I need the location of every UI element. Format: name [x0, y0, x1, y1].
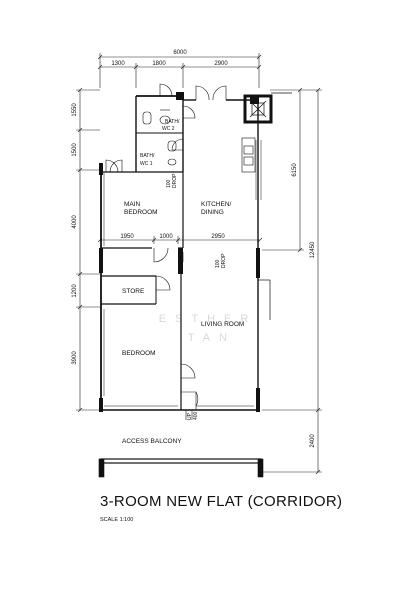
bedroom-label: BEDROOM	[122, 350, 156, 357]
door-swings	[105, 83, 227, 410]
living-room-label: LIVING ROOM	[201, 321, 244, 328]
dim-left-3: 4000	[72, 215, 78, 229]
main-bedroom-label-line2: BEDROOM	[124, 209, 158, 216]
kitchen-label-line2: DINING	[201, 209, 224, 216]
drop2-label-line1: 100	[215, 259, 221, 268]
structural-columns	[99, 92, 260, 412]
plan-title: 3-ROOM NEW FLAT (CORRIDOR)	[100, 493, 342, 510]
main-bedroom-label-line1: MAIN	[124, 201, 141, 208]
plan-scale: SCALE 1:100	[100, 517, 133, 523]
dim-left-4: 1200	[72, 284, 78, 298]
fixtures	[98, 109, 264, 478]
drop2-label-line2: DROP	[221, 253, 227, 268]
bath2-label-line2: WC 2	[162, 126, 175, 132]
dim-top-2: 1800	[152, 61, 166, 67]
dim-right-1: 6150	[292, 163, 298, 177]
dim-overall-width: 6000	[173, 50, 187, 56]
dim-mid-3: 2950	[211, 234, 225, 240]
kitchen-label-line1: KITCHEN/	[201, 201, 232, 208]
bath1-label-line1: BATH/	[140, 153, 155, 159]
dim-mid-1: 1950	[120, 234, 134, 240]
dim-left-1: 1550	[72, 103, 78, 117]
up-label-line1: UP	[187, 412, 193, 420]
dimension-lines	[76, 53, 322, 475]
dim-top-3: 2900	[214, 61, 228, 67]
dim-left-5: 3900	[72, 351, 78, 365]
dim-top-1: 1300	[111, 61, 125, 67]
up-label-line2: 400	[193, 411, 199, 420]
dim-left-2: 1500	[72, 143, 78, 157]
store-label: STORE	[122, 288, 145, 295]
access-balcony-label: ACCESS BALCONY	[122, 438, 182, 445]
service-shaft	[243, 94, 273, 124]
windows	[103, 140, 262, 396]
dim-mid-2: 1000	[159, 234, 173, 240]
watermark-line2: TAN	[188, 332, 236, 344]
drop1-label-line2: DROP	[172, 173, 178, 188]
dim-right-3: 2400	[310, 434, 316, 448]
bath2-label-line1: BATH/	[165, 119, 180, 125]
drop1-label-line1: 100	[166, 179, 172, 188]
bath1-label-line2: WC 1	[140, 161, 153, 167]
dim-right-2: 12450	[310, 241, 316, 258]
